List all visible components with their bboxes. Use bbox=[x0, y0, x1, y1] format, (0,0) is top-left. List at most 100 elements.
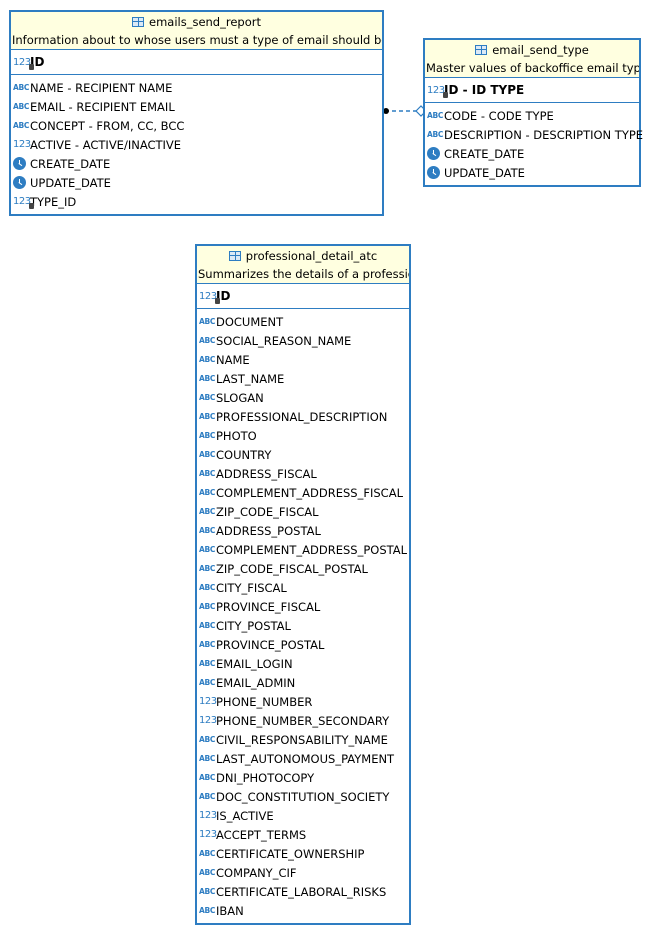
text-icon: ABC bbox=[199, 336, 216, 345]
text-icon: ABC bbox=[199, 792, 216, 801]
clock-icon bbox=[425, 166, 444, 179]
column-row[interactable]: CREATE_DATE bbox=[425, 144, 639, 163]
column-label: PHOTO bbox=[216, 428, 257, 443]
text-icon: ABC bbox=[199, 355, 216, 364]
text-icon: ABC bbox=[199, 621, 216, 630]
entity-header: emails_send_report Information about to … bbox=[11, 12, 382, 50]
column-row[interactable]: UPDATE_DATE bbox=[425, 163, 639, 182]
primary-key-row[interactable]: 123 ID bbox=[197, 284, 409, 309]
column-label: CODE - CODE TYPE bbox=[444, 108, 554, 123]
primary-key-row[interactable]: 123 ID - ID TYPE bbox=[425, 78, 639, 103]
primary-key-row[interactable]: 123 ID bbox=[11, 50, 382, 75]
column-label: SLOGAN bbox=[216, 390, 264, 405]
entity-name: professional_detail_atc bbox=[245, 248, 378, 263]
column-label: EMAIL_ADMIN bbox=[216, 675, 296, 690]
column-label: COMPLEMENT_ADDRESS_FISCAL bbox=[216, 485, 403, 500]
text-icon: ABC bbox=[199, 678, 216, 687]
column-label: ZIP_CODE_FISCAL_POSTAL bbox=[216, 561, 368, 576]
column-row[interactable]: UPDATE_DATE bbox=[11, 173, 382, 192]
entity-description: Information about to whose users must a … bbox=[11, 31, 382, 50]
text-icon: ABC bbox=[199, 545, 216, 554]
numeric-pk-icon: 123 bbox=[11, 57, 34, 70]
text-icon: ABC bbox=[199, 849, 216, 858]
text-icon: ABC bbox=[427, 111, 444, 120]
text-icon: ABC bbox=[199, 393, 216, 402]
entity-emails-send-report[interactable]: emails_send_report Information about to … bbox=[9, 10, 384, 216]
column-label: TYPE_ID bbox=[30, 194, 77, 209]
text-icon: ABC bbox=[199, 374, 216, 383]
text-icon: ABC bbox=[13, 121, 30, 130]
column-row[interactable]: CREATE_DATE bbox=[11, 154, 382, 173]
column-label: COMPANY_CIF bbox=[216, 865, 297, 880]
entity-email-send-type[interactable]: email_send_type Master values of backoff… bbox=[423, 38, 643, 187]
text-icon: ABC bbox=[199, 469, 216, 478]
column-label: UPDATE_DATE bbox=[444, 165, 525, 180]
column-label: ZIP_CODE_FISCAL bbox=[216, 504, 319, 519]
clock-icon bbox=[11, 176, 30, 189]
column-label: CITY_POSTAL bbox=[216, 618, 291, 633]
numeric-icon: 123 bbox=[199, 715, 217, 726]
numeric-fk-icon: 123 bbox=[11, 196, 34, 209]
text-icon: ABC bbox=[199, 887, 216, 896]
column-label: DNI_PHOTOCOPY bbox=[216, 770, 315, 785]
primary-key-label: ID - ID TYPE bbox=[444, 83, 525, 97]
column-label: PHONE_NUMBER bbox=[216, 694, 313, 709]
entity-professional-detail-atc[interactable]: professional_detail_atc Summarizes the d… bbox=[195, 244, 411, 925]
numeric-icon: 123 bbox=[199, 810, 217, 821]
table-icon bbox=[475, 44, 488, 55]
entity-name: emails_send_report bbox=[149, 14, 261, 29]
text-icon: ABC bbox=[199, 583, 216, 592]
numeric-icon: 123 bbox=[13, 139, 31, 150]
column-label: CERTIFICATE_OWNERSHIP bbox=[216, 846, 365, 861]
text-icon: ABC bbox=[199, 564, 216, 573]
clock-icon bbox=[425, 147, 444, 160]
primary-key-label: ID bbox=[30, 55, 45, 69]
column-label: CREATE_DATE bbox=[30, 156, 111, 171]
column-label: COMPLEMENT_ADDRESS_POSTAL bbox=[216, 542, 408, 557]
text-icon: ABC bbox=[199, 906, 216, 915]
column-label: PHONE_NUMBER_SECONDARY bbox=[216, 713, 390, 728]
relationship-source-dot bbox=[383, 108, 389, 114]
